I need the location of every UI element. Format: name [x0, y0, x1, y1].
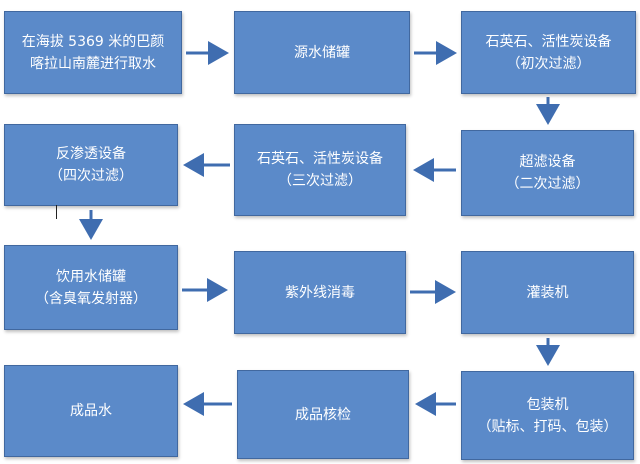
- step-label: （含臭氧发射器）: [35, 290, 147, 307]
- step-label: 石英石、活性炭设备: [485, 33, 612, 50]
- step-label: （三次过滤）: [278, 173, 362, 189]
- step-quality-check: 成品核检: [237, 370, 409, 459]
- step-water-intake: 在海拔 5369 米的巴颜 喀拉山南麓进行取水: [4, 11, 182, 94]
- step-drinking-water-tank: 饮用水储罐 （含臭氧发射器）: [4, 245, 178, 330]
- step-label: 成品水: [70, 403, 112, 419]
- step-reverse-osmosis: 反渗透设备 （四次过滤）: [4, 124, 178, 206]
- step-label: 紫外线消毒: [285, 284, 355, 301]
- step-label: 成品核检: [295, 406, 351, 423]
- step-source-tank: 源水储罐: [234, 11, 410, 94]
- step-tertiary-filter: 石英石、活性炭设备 （三次过滤）: [234, 124, 406, 216]
- step-label: 源水储罐: [294, 44, 350, 61]
- step-label: （四次过滤）: [49, 168, 133, 184]
- step-uv-disinfection: 紫外线消毒: [234, 251, 406, 334]
- step-ultrafiltration: 超滤设备 （二次过滤）: [461, 130, 634, 216]
- step-label: 灌装机: [526, 284, 569, 301]
- step-label: （二次过滤）: [505, 176, 590, 192]
- step-label: 饮用水储罐: [56, 268, 126, 285]
- step-label: （贴标、打码、包装）: [477, 418, 618, 435]
- step-label: 喀拉山南麓进行取水: [30, 55, 156, 72]
- step-packaging-machine: 包装机 （贴标、打码、包装）: [461, 371, 634, 460]
- step-label: 石英石、活性炭设备: [257, 151, 383, 167]
- step-filling-machine: 灌装机: [461, 251, 634, 334]
- step-primary-filter: 石英石、活性炭设备 （初次过滤）: [461, 11, 636, 94]
- step-label: 在海拔 5369 米的巴颜: [21, 33, 165, 50]
- step-label: 超滤设备: [519, 154, 576, 170]
- step-label: （初次过滤）: [506, 55, 591, 72]
- step-finished-water: 成品水: [4, 365, 178, 457]
- step-label: 反渗透设备: [56, 146, 126, 162]
- step-label: 包装机: [526, 396, 569, 413]
- text-cursor: [56, 205, 57, 219]
